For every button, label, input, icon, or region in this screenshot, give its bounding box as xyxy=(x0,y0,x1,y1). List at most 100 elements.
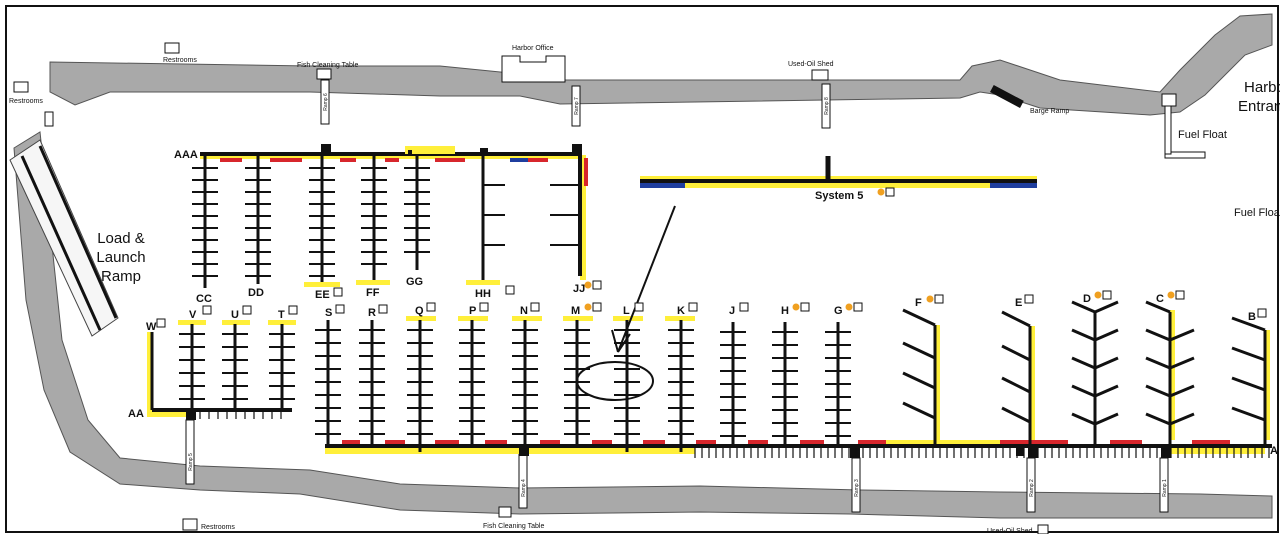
dock-label-k: K xyxy=(677,305,685,317)
pump-out-icon xyxy=(335,304,345,314)
fuel-icon xyxy=(792,303,800,311)
pump-out-icon xyxy=(1175,290,1185,300)
dock-label-ee: EE xyxy=(315,289,330,301)
pump-out-icon xyxy=(479,302,489,312)
dock-label-g: G xyxy=(834,305,843,317)
pump-out-icon xyxy=(1024,294,1034,304)
label-barge-ramp: Barge Ramp xyxy=(1030,108,1069,115)
dock-label-aa: AA xyxy=(128,408,144,420)
ramp-label-3: Ramp 3 xyxy=(854,479,860,497)
dock-label-r: R xyxy=(368,307,376,319)
pump-out-icon xyxy=(592,280,602,290)
pump-out-icon xyxy=(739,302,749,312)
pump-out-icon xyxy=(378,304,388,314)
lower-docks-yellow-tops xyxy=(406,310,1270,440)
ramp-label-5: Ramp 5 xyxy=(188,453,194,471)
pump-out-icon xyxy=(592,302,602,312)
dock-label-m: M xyxy=(571,305,580,317)
pump-out-icon xyxy=(426,302,436,312)
dock-label-c: C xyxy=(1156,293,1164,305)
dock-lower-main xyxy=(325,440,1272,458)
dock-label-w: W xyxy=(146,321,157,333)
label-harbor-entrance-1: Harbo xyxy=(1244,79,1280,96)
dock-label-e: E xyxy=(1015,297,1022,309)
lower-slips xyxy=(179,329,851,448)
pump-out-icon xyxy=(505,285,515,295)
dock-label-d: D xyxy=(1083,293,1091,305)
label-fuel-float-2: Fuel Floa xyxy=(1234,207,1280,219)
label-restrooms-top: Restrooms xyxy=(163,57,197,64)
fuel-icon xyxy=(1094,291,1102,299)
upper-fingers xyxy=(203,156,485,288)
dock-label-ff: FF xyxy=(366,287,380,299)
label-fuel-float: Fuel Float xyxy=(1178,129,1227,141)
label-used-oil-top: Used-Oil Shed xyxy=(788,61,834,68)
ramp-label-7: Ramp 7 xyxy=(574,97,580,115)
fuel-icon xyxy=(1167,291,1175,299)
ramp-label-4: Ramp 4 xyxy=(521,479,527,497)
ramp-labels: Ramp 6 Ramp 7 Ramp 8 Ramp 5 Ramp 4 Ramp … xyxy=(188,93,1168,497)
ramp-label-8: Ramp 8 xyxy=(824,97,830,115)
label-harbor-office: Harbor Office xyxy=(512,45,554,52)
pump-out-icon xyxy=(885,187,895,197)
dock-label-gg: GG xyxy=(406,276,423,288)
map-frame xyxy=(5,5,1279,533)
dock-label-aaa: AAA xyxy=(174,149,198,161)
dock-aa xyxy=(147,320,296,420)
launch-ramp xyxy=(9,139,119,337)
pump-out-icon xyxy=(530,302,540,312)
pump-out-icon xyxy=(800,302,810,312)
label-fish-cleaning-top: Fish Cleaning Table xyxy=(297,62,358,69)
dock-label-q: Q xyxy=(415,305,424,317)
fuel-icon xyxy=(584,303,592,311)
shoreline xyxy=(13,13,1273,519)
dock-aaa xyxy=(200,144,588,280)
dock-label-n: N xyxy=(520,305,528,317)
label-load-launch-3: Ramp xyxy=(101,268,141,285)
lower-ticks xyxy=(199,410,1270,458)
ramp-label-6: Ramp 6 xyxy=(323,93,329,111)
pump-out-icon xyxy=(202,305,212,315)
dock-label-l: L xyxy=(623,305,630,317)
dock-label-f: F xyxy=(915,297,922,309)
dock-label-v: V xyxy=(189,309,197,321)
facility-boxes xyxy=(13,42,1206,534)
pump-out-icon xyxy=(934,294,944,304)
label-harbor-entrance-2: Entran xyxy=(1238,98,1280,115)
annotation xyxy=(576,205,676,401)
dock-label-jj: JJ xyxy=(573,283,585,295)
angled-docks xyxy=(902,300,1267,444)
dock-icons xyxy=(156,187,1267,328)
pump-out-icon xyxy=(853,302,863,312)
label-fish-cleaning-bottom: Fish Cleaning Table xyxy=(483,523,544,530)
label-restrooms-bottom: Restrooms xyxy=(201,524,235,531)
label-load-launch-2: Launch xyxy=(96,249,145,266)
pump-out-icon xyxy=(1257,308,1267,318)
dock-label-h: H xyxy=(781,305,789,317)
pump-out-icon xyxy=(156,318,166,328)
pump-out-icon xyxy=(634,302,644,312)
pump-out-icon xyxy=(242,305,252,315)
dock-label-cc: CC xyxy=(196,293,212,305)
pump-out-icon xyxy=(333,287,343,297)
dock-label-j: J xyxy=(729,305,735,317)
ramp-label-2: Ramp 2 xyxy=(1029,479,1035,497)
fuel-icon xyxy=(845,303,853,311)
dock-labels: AAA CC DD EE FF GG HH JJ W V U T AA S R … xyxy=(128,149,1278,457)
dock-label-s: S xyxy=(325,307,332,319)
label-used-oil-bottom: Used-Oil Shed xyxy=(987,528,1033,534)
dock-label-a: A xyxy=(1270,445,1278,457)
fuel-icon xyxy=(584,281,592,289)
upper-yellow xyxy=(304,280,500,287)
upper-slips xyxy=(192,167,578,277)
dock-label-u: U xyxy=(231,309,239,321)
pump-out-icon xyxy=(1102,290,1112,300)
pump-out-icon xyxy=(688,302,698,312)
fuel-icon xyxy=(877,188,885,196)
pump-out-icon xyxy=(288,305,298,315)
dock-label-hh: HH xyxy=(475,288,491,300)
system-5-dock xyxy=(640,156,1037,188)
ramp-label-1: Ramp 1 xyxy=(1162,479,1168,497)
fuel-icon xyxy=(926,295,934,303)
